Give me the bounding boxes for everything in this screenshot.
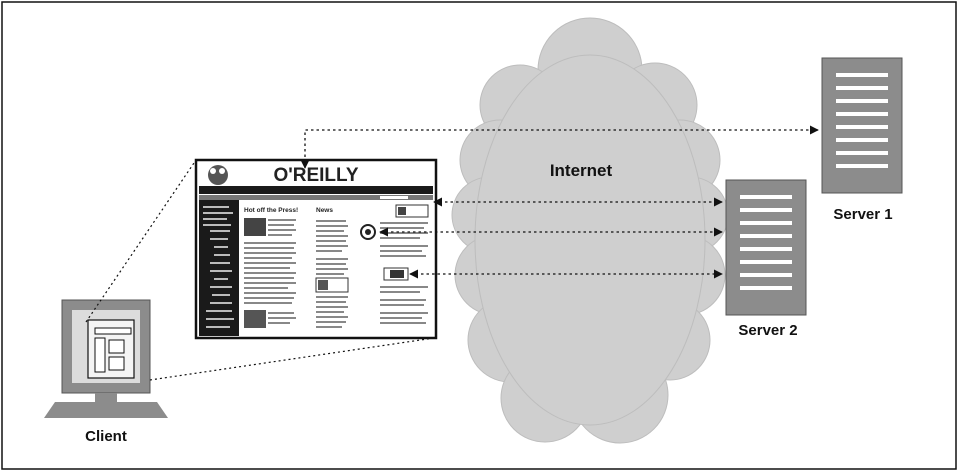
internet-label: Internet <box>550 161 613 180</box>
webpage-right-headline: News <box>316 207 333 214</box>
webpage-logo: O'REILLY <box>273 165 358 186</box>
server-1-icon <box>821 57 903 194</box>
client-label: Client <box>85 428 127 445</box>
client-computer-icon <box>44 299 168 418</box>
webpage-left-headline: Hot off the Press! <box>244 207 298 214</box>
arrow-server-1 <box>300 125 819 169</box>
server-2-icon <box>725 179 807 316</box>
server-2-label: Server 2 <box>738 322 797 339</box>
connection-arrows <box>300 125 819 279</box>
webpage-window <box>194 158 438 340</box>
server-1-label: Server 1 <box>833 206 892 223</box>
